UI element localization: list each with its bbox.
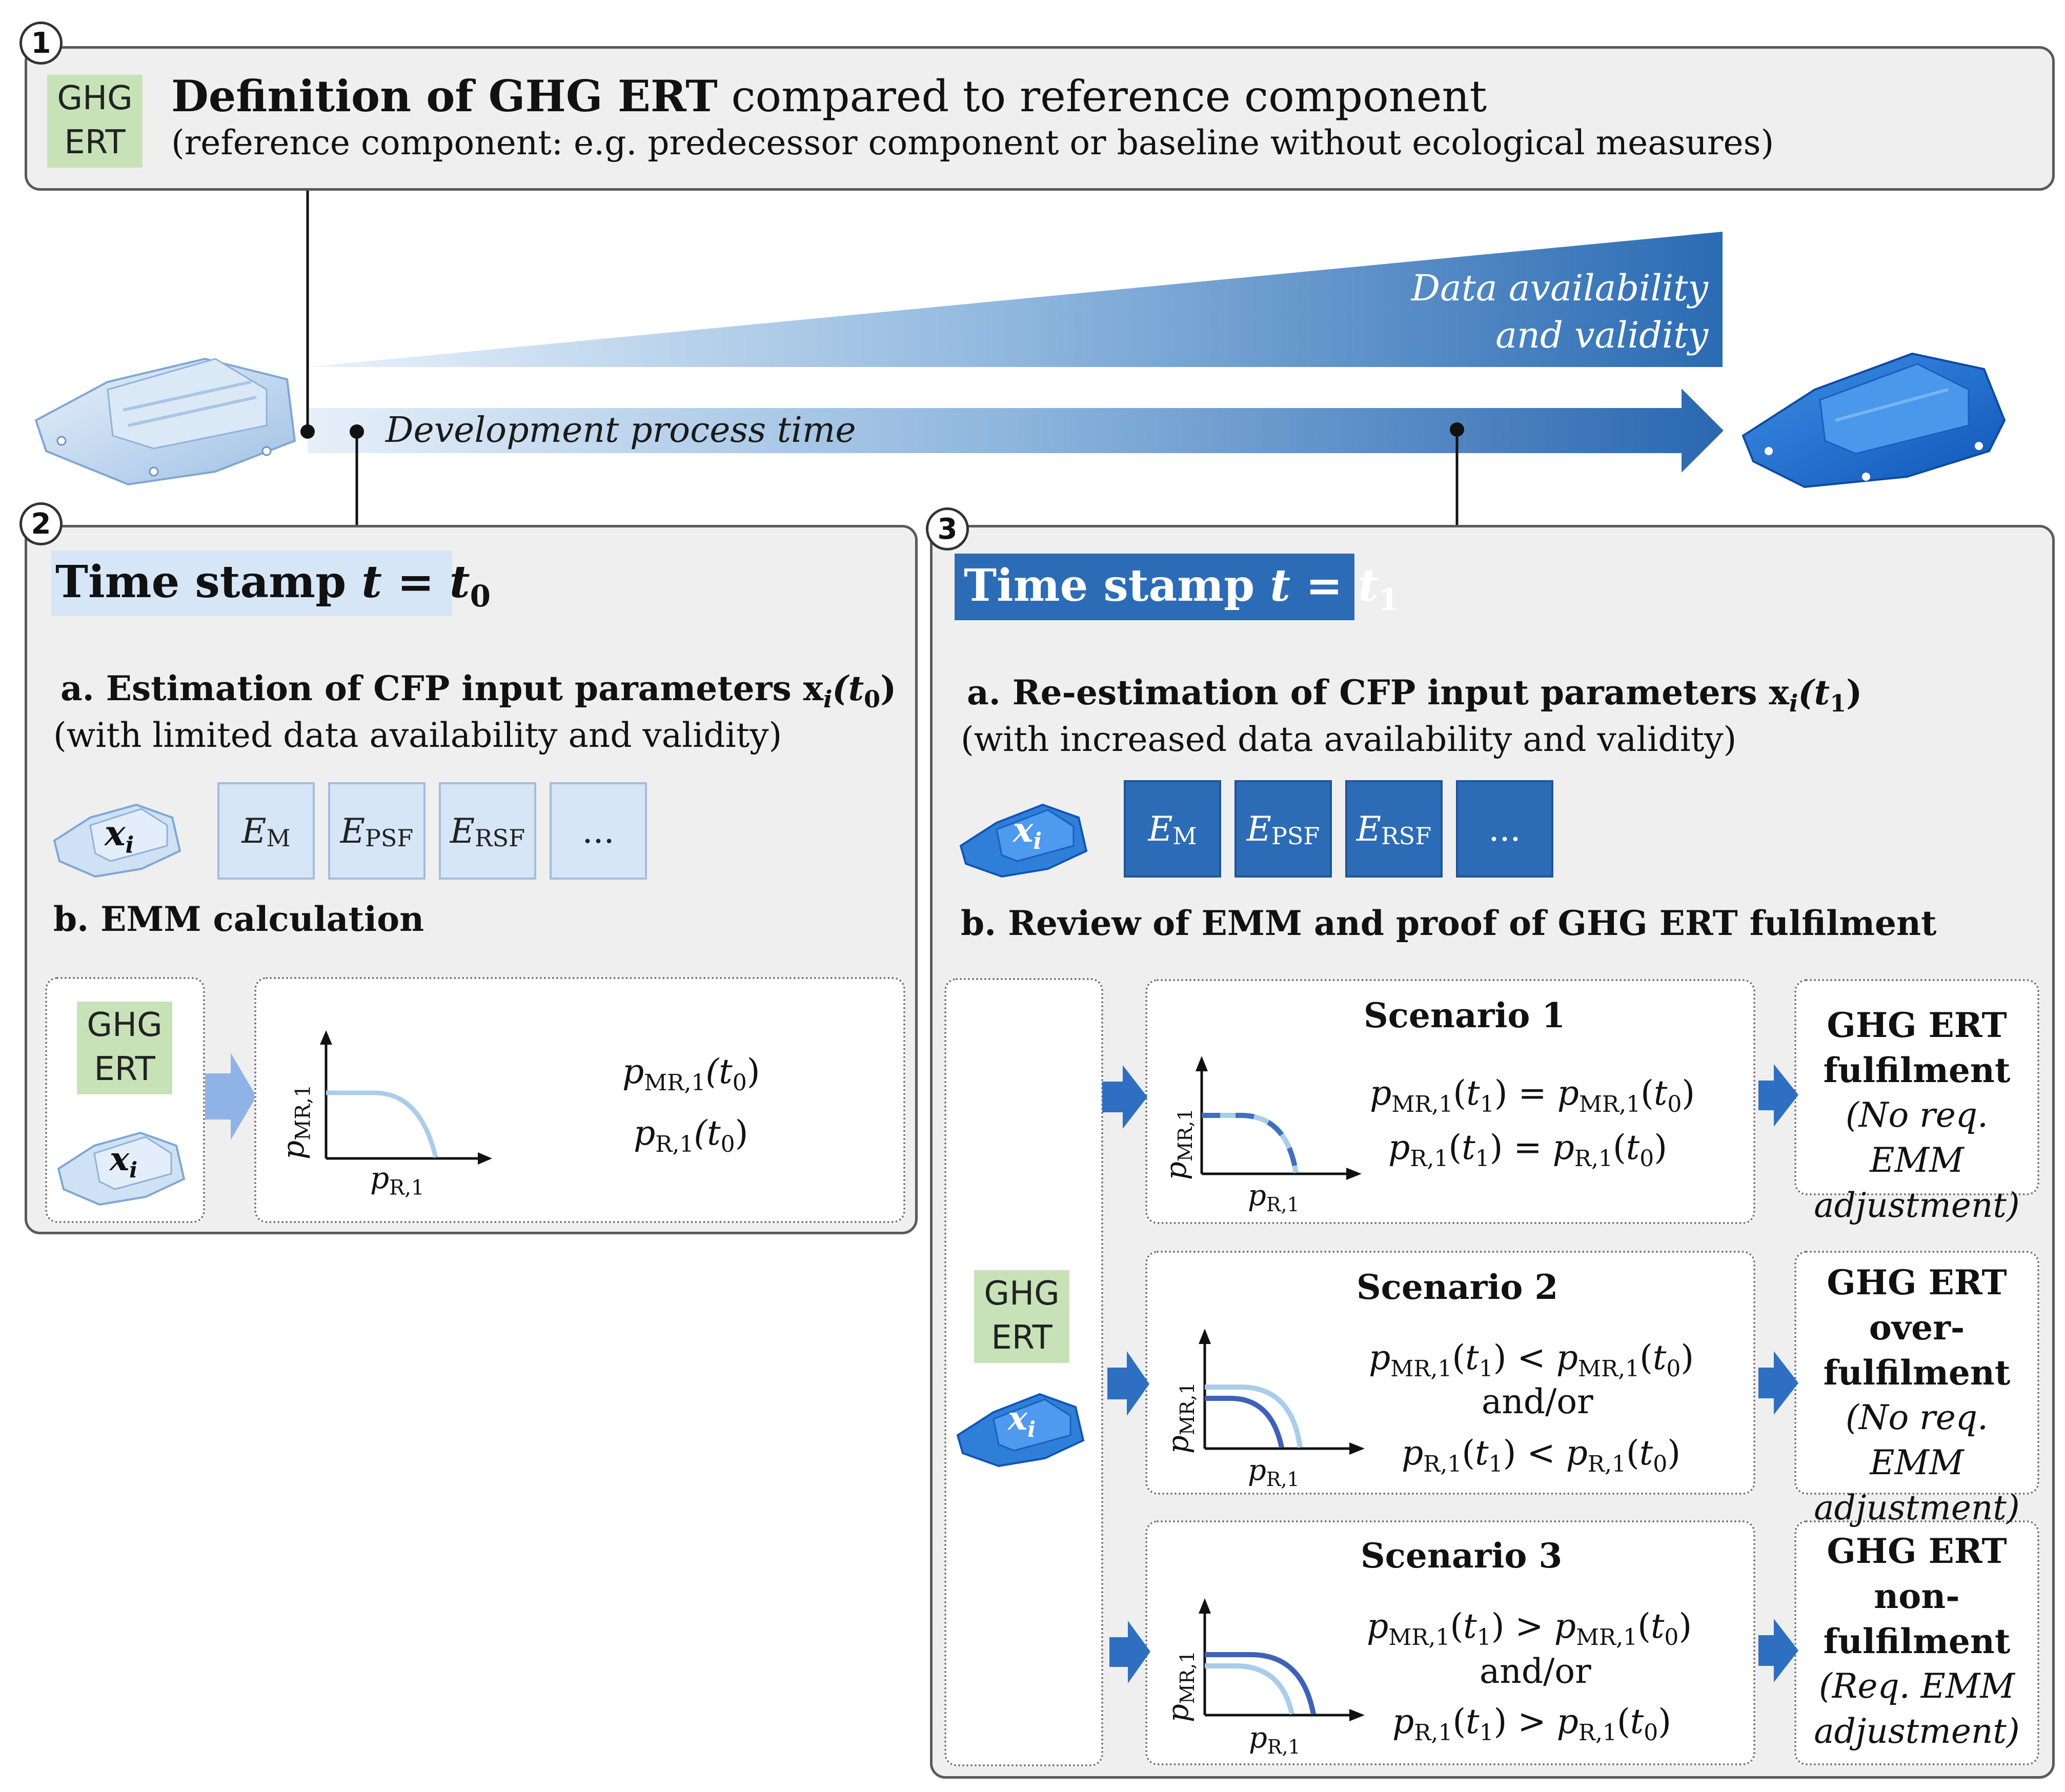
formula-pmr-t0: pMR,1(t0) xyxy=(622,1052,760,1096)
scenario-3-line1: pMR,1(t1) > pMR,1(t0) xyxy=(1367,1606,1692,1651)
arrow-into-scenario-2 xyxy=(1107,1351,1149,1416)
connector-dot-1 xyxy=(300,424,315,439)
timestamp-t1-header: Time stamp t = t1 xyxy=(955,554,1399,620)
arrow-into-result-2 xyxy=(1758,1351,1798,1415)
e-more-box-t0: ... xyxy=(550,782,647,880)
scenario-2-title: Scenario 2 xyxy=(1357,1267,1558,1307)
step-2-marker: 2 xyxy=(19,502,63,545)
scenario-3-line3: pR,1(t1) > pR,1(t0) xyxy=(1392,1702,1672,1746)
scenario-3-title: Scenario 3 xyxy=(1361,1536,1563,1576)
scenario-2-line2: and/or xyxy=(1482,1382,1593,1421)
estimation-note-t0: (with limited data availability and vali… xyxy=(53,716,782,755)
step-3-marker: 3 xyxy=(926,507,969,551)
scenario-2-chart xyxy=(1199,1329,1365,1455)
xi-label-t0-small: xi xyxy=(110,1140,138,1183)
definition-panel xyxy=(25,46,2055,191)
result-2-text: GHG ERT over- fulfilment (No req. EMM ad… xyxy=(1814,1262,2020,1528)
data-availability-wedge xyxy=(308,232,1723,367)
xi-label-t1: xi xyxy=(1013,810,1042,855)
process-time-label: Development process time xyxy=(386,410,856,451)
xi-component-light xyxy=(53,803,181,878)
emm-chart-t0 xyxy=(320,1030,492,1165)
x-axis-label-scenario-1: pR,1 xyxy=(1248,1179,1300,1216)
step-1-marker: 1 xyxy=(19,22,63,65)
y-axis-label-scenario-1: pMR,1 xyxy=(1160,1108,1197,1180)
estimation-title-t0: a. Estimation of CFP input parameters xi… xyxy=(60,668,897,714)
result-1-text: GHG ERT fulfilment (No req. EMM adjustme… xyxy=(1814,1005,2020,1225)
x-axis-label-scenario-2: pR,1 xyxy=(1248,1454,1300,1491)
scenario-2-line1: pMR,1(t1) < pMR,1(t0) xyxy=(1369,1338,1694,1382)
definition-subtitle: (reference component: e.g. predecessor c… xyxy=(171,123,1774,162)
scenario-1-line3: pR,1(t1) = pR,1(t0) xyxy=(1388,1128,1668,1172)
xi-component-light-small xyxy=(57,1131,186,1206)
result-3-text: GHG ERT non- fulfilment (Req. EMM adjust… xyxy=(1814,1531,2020,1751)
scenario-1-title: Scenario 1 xyxy=(1364,995,1566,1035)
scenario-3-box xyxy=(1145,1520,1755,1765)
formula-pr-t0: pR,1(t0) xyxy=(634,1113,748,1158)
scenario-1-line1: pMR,1(t1) = pMR,1(t0) xyxy=(1370,1073,1695,1118)
scenario-2-curve-t0 xyxy=(1205,1384,1303,1448)
arrow-into-scenario-3 xyxy=(1109,1621,1150,1683)
process-time-arrow xyxy=(308,389,1724,473)
x-axis-label-t0: pR,1 xyxy=(370,1160,424,1200)
scenario-3-curve-t1 xyxy=(1205,1652,1316,1715)
scenario-1-box xyxy=(1145,979,1755,1224)
timeline-graphic xyxy=(34,191,2006,525)
scenario-2-box xyxy=(1145,1251,1755,1495)
ghg-ert-badge-t1: GHG ERT xyxy=(974,1270,1069,1363)
scenario-1-curve-t0 xyxy=(1202,1113,1299,1173)
definition-title: Definition of GHG ERT compared to refere… xyxy=(171,71,1487,121)
result-2-box xyxy=(1794,1251,2039,1495)
ghg-ert-badge-t0: GHG ERT xyxy=(77,1002,172,1094)
result-1-box xyxy=(1794,979,2039,1195)
scenario-2-curve-t1 xyxy=(1205,1396,1284,1449)
xi-component-dark-small xyxy=(956,1393,1085,1468)
ghg-ert-badge-top: GHG ERT xyxy=(47,75,143,168)
xi-component-dark xyxy=(959,803,1088,878)
reference-component-image xyxy=(34,357,296,486)
review-title-t1: b. Review of EMM and proof of GHG ERT fu… xyxy=(961,903,1937,943)
reestimation-title-t1: a. Re-estimation of CFP input parameters… xyxy=(967,673,1862,718)
arrow-into-scenario-1 xyxy=(1102,1065,1147,1129)
y-axis-label-scenario-2: pMR,1 xyxy=(1162,1382,1199,1454)
timestamp-t0-header: Time stamp t = t0 xyxy=(51,551,491,616)
reestimation-note-t1: (with increased data availability and va… xyxy=(961,720,1737,759)
data-availability-label: Data availability and validity xyxy=(1411,267,1708,356)
emm-curve-t0 xyxy=(326,1090,438,1158)
xi-label-t0: xi xyxy=(105,813,134,859)
block-arrow-t0 xyxy=(205,1053,256,1140)
emm-calculation-title: b. EMM calculation xyxy=(53,899,424,939)
scenario-3-chart xyxy=(1199,1598,1365,1721)
ghg-input-box-t1 xyxy=(944,978,1103,1766)
e-more-box-t1: ... xyxy=(1456,780,1553,878)
result-3-box xyxy=(1794,1520,2039,1765)
scenario-3-line2: and/or xyxy=(1480,1652,1591,1691)
scenario-2-line3: pR,1(t1) < pR,1(t0) xyxy=(1402,1433,1681,1478)
scenario-1-chart xyxy=(1196,1056,1362,1180)
connector-dot-2 xyxy=(350,424,364,439)
scenario-3-curve-t0 xyxy=(1205,1663,1294,1715)
connector-dot-3 xyxy=(1450,422,1464,437)
final-component-image xyxy=(1742,352,2006,488)
y-axis-label-scenario-3: pMR,1 xyxy=(1162,1651,1199,1722)
arrow-into-result-3 xyxy=(1758,1619,1798,1682)
emm-chart-box-t0 xyxy=(254,977,905,1223)
x-axis-label-scenario-3: pR,1 xyxy=(1249,1721,1301,1759)
arrow-into-result-1 xyxy=(1758,1064,1798,1127)
xi-label-t1-small: xi xyxy=(1008,1399,1036,1442)
scenario-1-curve-t1 xyxy=(1202,1113,1299,1173)
